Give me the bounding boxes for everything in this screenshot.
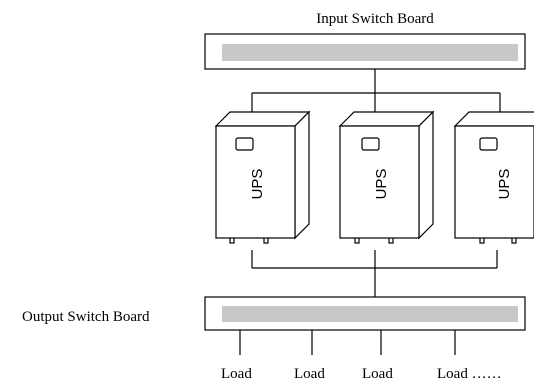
ups-unit-3: UPS xyxy=(453,111,534,244)
output-switch-board xyxy=(204,296,526,331)
load-label: Load xyxy=(362,366,393,382)
input-switch-board-label: Input Switch Board xyxy=(316,11,434,27)
load-label: Load xyxy=(294,366,325,382)
display-icon xyxy=(235,137,254,151)
ups-label: UPS xyxy=(249,169,266,200)
ups-unit-1: UPS xyxy=(214,110,311,244)
ups-label: UPS xyxy=(373,169,390,200)
display-icon xyxy=(361,137,380,151)
input-wiring xyxy=(251,69,501,112)
load-label: Load …… xyxy=(437,366,502,382)
load-wiring xyxy=(239,330,456,355)
output-wiring xyxy=(251,250,498,297)
input-switch-board xyxy=(204,33,526,70)
display-icon xyxy=(479,137,498,151)
output-switch-board-label: Output Switch Board xyxy=(22,309,150,325)
load-label: Load xyxy=(221,366,252,382)
ups-unit-2: UPS xyxy=(338,110,435,244)
ups-label: UPS xyxy=(496,169,513,200)
